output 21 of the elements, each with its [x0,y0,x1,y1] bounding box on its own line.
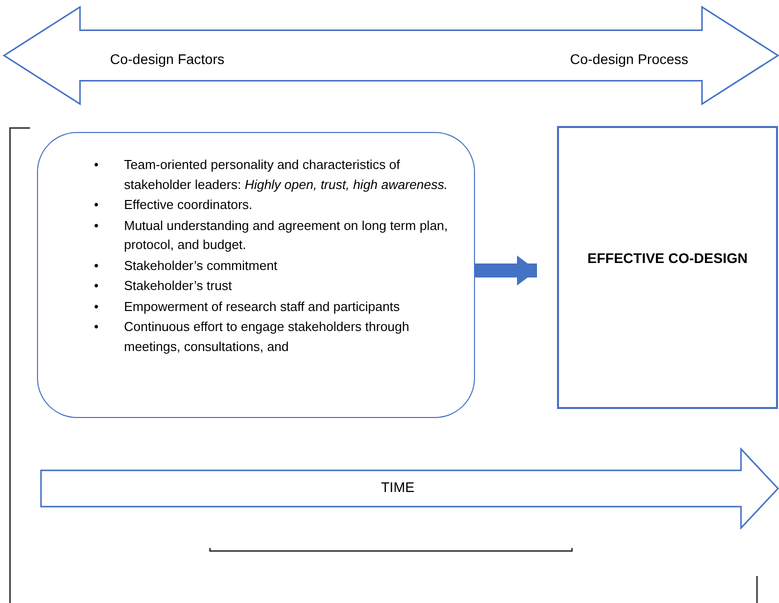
bullet-marker: • [94,278,99,293]
bullet-marker: • [94,258,99,272]
time-label: TIME [381,479,414,495]
bullet-item: Stakeholder’s commitment [124,256,278,274]
bullet-marker: • [94,298,99,314]
bullet-item: Mutual understanding and agreement on long term plan, protocol, and budget. [124,216,449,254]
bullet-marker: • [94,218,99,232]
bullet-marker: • [94,157,99,172]
bullet-marker: • [94,197,99,212]
arrow-label: Co-design Process [570,51,688,67]
arrow [475,256,537,286]
bullet-item: Effective coordinators. [124,196,252,214]
bullet-item: Team-oriented personality and characteristics of stakeholder leaders: Highly open, trust, high awareness. [124,156,449,194]
rounded-box [37,132,475,418]
bullet-item: Empowerment of research staff and participants [124,298,400,316]
arrow-label: Co-design Factors [110,51,224,67]
box-title: EFFECTIVE CO-DESIGN [587,250,748,266]
bullet-marker: • [94,319,99,334]
bullet-item: Continuous effort to engage stakeholders through meetings, consultations, and [124,318,410,356]
bullet-item: Stakeholder’s trust [124,277,232,295]
process-box [557,126,778,409]
